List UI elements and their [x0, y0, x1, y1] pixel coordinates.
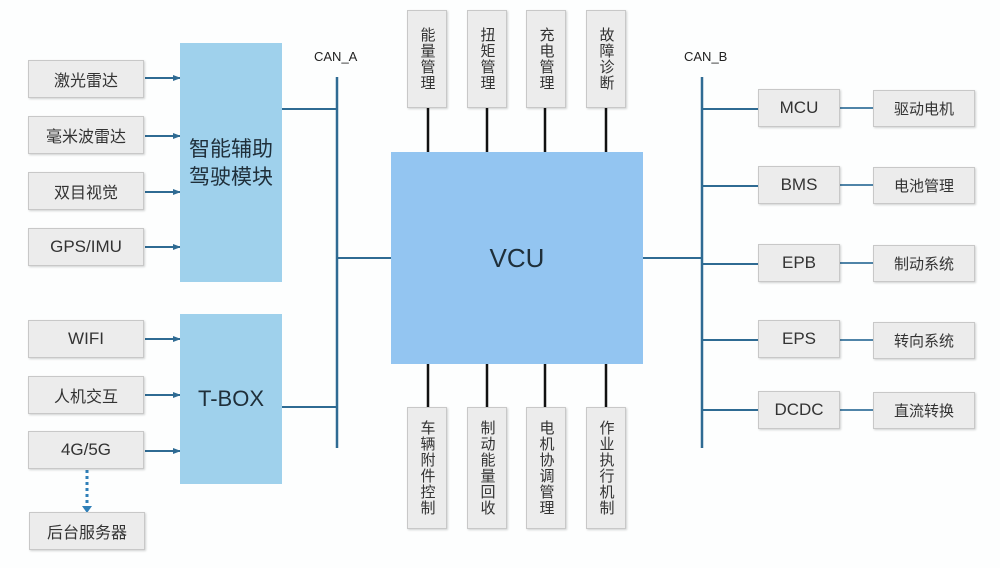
function-label: 能量管理 [418, 27, 437, 91]
controller-mcu: MCU [758, 89, 840, 127]
adas-module-title-line1: 智能辅助 [189, 136, 273, 161]
function-label: 故障诊断 [597, 27, 616, 91]
vcu-function-accessory-control: 车辆附件控制 [407, 407, 447, 529]
tbox-module: T-BOX [180, 314, 282, 484]
conn-hmi: 人机交互 [28, 376, 144, 414]
function-label: 充电管理 [537, 27, 556, 91]
sensor-mmwave-radar: 毫米波雷达 [28, 116, 144, 154]
conn-wifi: WIFI [28, 320, 144, 358]
system-brake: 制动系统 [873, 245, 975, 282]
dotted-arrow-head [82, 506, 92, 513]
function-label: 车辆附件控制 [418, 420, 437, 516]
function-label: 制动能量回收 [478, 420, 497, 516]
adas-module-title-line2: 驾驶模块 [189, 164, 273, 189]
function-label: 电机协调管理 [537, 420, 556, 516]
controller-label: DCDC [774, 400, 824, 419]
system-label: 直流转换 [893, 402, 954, 420]
controller-epb: EPB [758, 244, 840, 282]
backend-label: 后台服务器 [46, 523, 127, 542]
conn-label: WIFI [68, 329, 104, 348]
system-label: 驱动电机 [893, 100, 954, 118]
vcu-function-regen-braking: 制动能量回收 [467, 407, 507, 529]
backend-server: 后台服务器 [29, 512, 145, 550]
system-drive-motor: 驱动电机 [873, 90, 975, 127]
system-dc-conversion: 直流转换 [873, 392, 975, 429]
sensor-label: 激光雷达 [53, 71, 118, 90]
vcu-function-work-actuation: 作业执行机制 [586, 407, 626, 529]
vcu-function-fault-diagnosis: 故障诊断 [586, 10, 626, 108]
controller-label: EPB [781, 253, 817, 272]
conn-4g-5g: 4G/5G [28, 431, 144, 469]
controller-label: EPS [781, 329, 817, 348]
system-steering: 转向系统 [873, 322, 975, 359]
function-label: 扭矩管理 [478, 27, 497, 91]
vcu-function-motor-coordination: 电机协调管理 [526, 407, 566, 529]
vcu-function-charging-management: 充电管理 [526, 10, 566, 108]
controller-eps: EPS [758, 320, 840, 358]
system-label: 电池管理 [893, 177, 954, 195]
system-label: 制动系统 [893, 255, 954, 273]
controller-label: BMS [780, 175, 818, 194]
vcu-label: VCU [489, 242, 545, 273]
conn-label: 4G/5G [60, 440, 112, 459]
controller-label: MCU [779, 98, 819, 117]
vcu-function-torque-management: 扭矩管理 [467, 10, 507, 108]
sensor-label: GPS/IMU [50, 237, 122, 256]
system-battery-management: 电池管理 [873, 167, 975, 204]
can-a-label: CAN_A [314, 49, 358, 64]
system-label: 转向系统 [893, 332, 954, 350]
sensor-label: 毫米波雷达 [45, 127, 126, 146]
function-label: 作业执行机制 [597, 420, 616, 516]
can-b-label: CAN_B [684, 49, 728, 64]
controller-bms: BMS [758, 166, 840, 204]
sensor-stereo-vision: 双目视觉 [28, 172, 144, 210]
vcu-function-energy-management: 能量管理 [407, 10, 447, 108]
sensor-label: 双目视觉 [53, 183, 118, 202]
vcu-block: VCU [391, 152, 643, 364]
sensor-lidar: 激光雷达 [28, 60, 144, 98]
conn-label: 人机交互 [53, 387, 118, 406]
sensor-gps-imu: GPS/IMU [28, 228, 144, 266]
adas-module: 智能辅助 驾驶模块 [180, 43, 282, 282]
tbox-label: T-BOX [197, 386, 264, 411]
controller-dcdc: DCDC [758, 391, 840, 429]
